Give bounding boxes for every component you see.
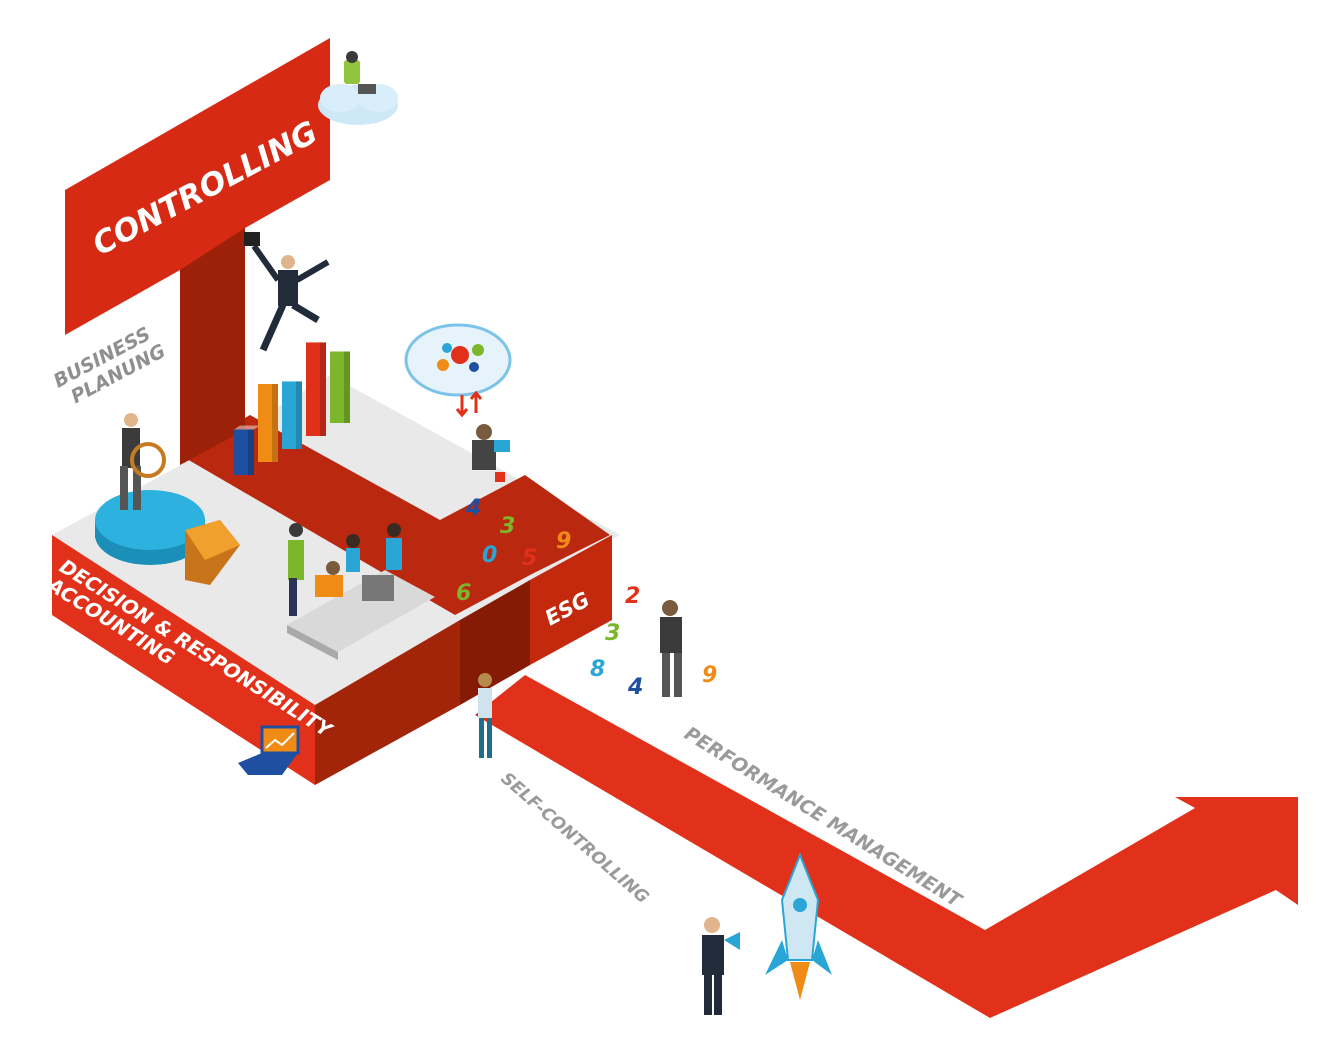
- number-0: 0: [482, 543, 497, 568]
- bar-3: [282, 381, 302, 449]
- megaphone-man-icon: [702, 917, 740, 1015]
- number-4b: 4: [627, 675, 643, 700]
- esg-face: [530, 535, 612, 665]
- base-right-face: [315, 620, 460, 785]
- woman-phone-icon: [478, 673, 492, 758]
- business-planung-label: BUSINESS PLANUNG: [50, 323, 169, 408]
- base-left-face: [52, 535, 315, 785]
- number-4: 4: [465, 496, 481, 521]
- bar-shade-4: [320, 342, 326, 436]
- meeting-table-icon: [287, 523, 435, 660]
- bar-shade-3: [296, 381, 302, 449]
- bar-top-2: [258, 380, 284, 384]
- number-2: 2: [625, 584, 640, 609]
- bar-chart: [234, 338, 356, 475]
- pie-chart-icon: [95, 490, 240, 585]
- bar-1: [234, 429, 254, 475]
- number-5: 5: [522, 546, 537, 571]
- bar-2: [258, 384, 278, 462]
- path-front-face: [460, 580, 530, 705]
- bar-top-3: [282, 377, 308, 382]
- bar-4: [306, 342, 326, 436]
- number-blocks: 4 3 5 9 0 6 2 3 8 4 9: [456, 496, 717, 700]
- growth-arrow: [475, 675, 1298, 1018]
- laptop-worker-icon: [472, 424, 510, 482]
- laptop-chart-icon: [238, 725, 300, 775]
- man-tablet-icon: [660, 600, 682, 697]
- number-9b: 9: [702, 663, 717, 688]
- number-3b: 3: [605, 621, 620, 646]
- jumping-businessman-icon: [244, 232, 330, 352]
- bar-shade-1: [248, 429, 254, 475]
- ship-wheel-icon: [120, 413, 166, 510]
- bar-5: [330, 351, 350, 423]
- bar-top-1: [234, 425, 260, 430]
- floor-red-path: [180, 415, 610, 615]
- controlling-t-shape: [65, 38, 330, 465]
- number-9: 9: [556, 529, 571, 554]
- number-3: 3: [500, 514, 515, 539]
- cloud-laptop-person-icon: [318, 51, 398, 125]
- rocket-icon: [765, 852, 832, 1000]
- bar-shade-2: [272, 384, 278, 462]
- number-6: 6: [456, 581, 471, 606]
- gears-cloud-icon: [404, 323, 512, 418]
- bar-shade-5: [344, 351, 350, 423]
- number-8: 8: [590, 657, 605, 682]
- bar-top-4: [306, 338, 332, 343]
- bar-top-5: [330, 347, 356, 352]
